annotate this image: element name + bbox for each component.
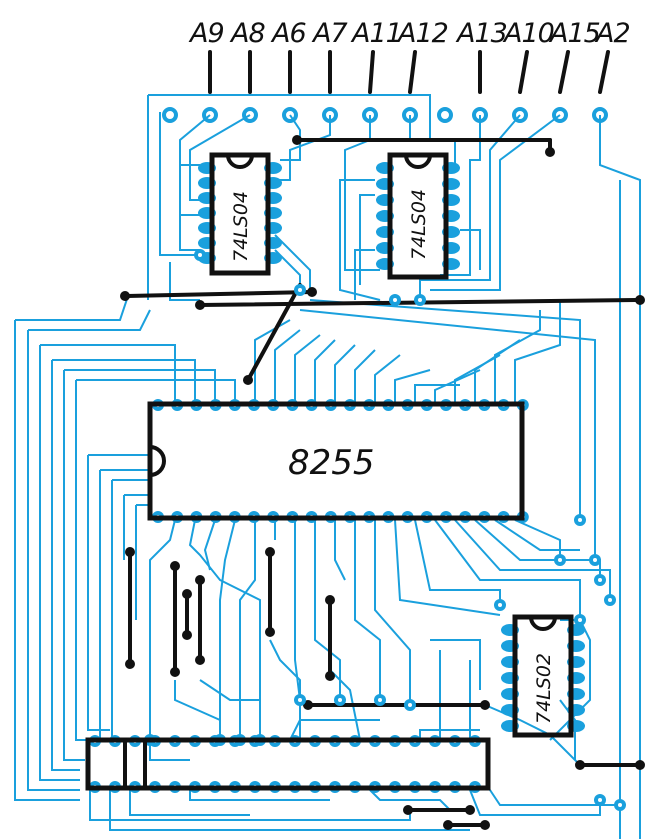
input-pad <box>322 107 338 123</box>
via-pad-hole <box>498 603 502 607</box>
jumper-wires <box>120 135 645 830</box>
via-pad-hole <box>598 798 602 802</box>
via-pad-hole <box>198 253 202 257</box>
via-pad-hole <box>393 298 397 302</box>
input-pads <box>162 107 608 123</box>
via-pad-hole <box>378 698 382 702</box>
via-pad-hole <box>418 298 422 302</box>
input-pad <box>437 107 453 123</box>
via-pad-hole <box>338 698 342 702</box>
label-a12: A12 <box>396 18 448 49</box>
via-pad-hole <box>408 703 412 707</box>
label-8255: 8255 <box>288 443 375 483</box>
label-a8: A8 <box>229 18 265 49</box>
input-pad <box>362 107 378 123</box>
label-74ls02: 74LS02 <box>533 653 555 724</box>
via-pad-hole <box>298 288 302 292</box>
address-leads <box>208 50 610 94</box>
via-pad-hole <box>298 698 302 702</box>
input-pad <box>512 107 528 123</box>
input-pad <box>242 107 258 123</box>
input-pad <box>592 107 608 123</box>
ic-74ls04-left <box>209 152 271 276</box>
via-pad-hole <box>598 578 602 582</box>
labels: A9 A8 A6 A7 A11 A12 A13 A10 A15 A2 74LS0… <box>188 18 631 724</box>
via-pad-hole <box>578 618 582 622</box>
label-a10: A10 <box>502 18 554 49</box>
bottom-connector <box>85 737 491 791</box>
input-pad <box>402 107 418 123</box>
input-pad <box>282 107 298 123</box>
ic-74ls04-right <box>387 152 449 280</box>
ic-74ls02 <box>512 614 574 738</box>
via-pad-hole <box>558 558 562 562</box>
label-a11: A11 <box>350 18 402 49</box>
label-a7: A7 <box>311 18 347 49</box>
label-a6: A6 <box>270 18 306 49</box>
input-pad <box>162 107 178 123</box>
via-pad-hole <box>608 598 612 602</box>
label-a13: A13 <box>455 18 507 49</box>
label-a9: A9 <box>188 18 224 49</box>
label-74ls04-right: 74LS04 <box>408 189 430 260</box>
via-pad-hole <box>578 518 582 522</box>
label-a2: A2 <box>594 18 630 49</box>
via-pad-hole <box>593 558 597 562</box>
label-a15: A15 <box>548 18 600 49</box>
label-74ls04-left: 74LS04 <box>230 191 252 262</box>
chip-outlines <box>85 152 574 791</box>
input-pad <box>202 107 218 123</box>
via-pad-hole <box>618 803 622 807</box>
input-pad <box>552 107 568 123</box>
ic-8255 <box>147 401 525 521</box>
input-pad <box>472 107 488 123</box>
